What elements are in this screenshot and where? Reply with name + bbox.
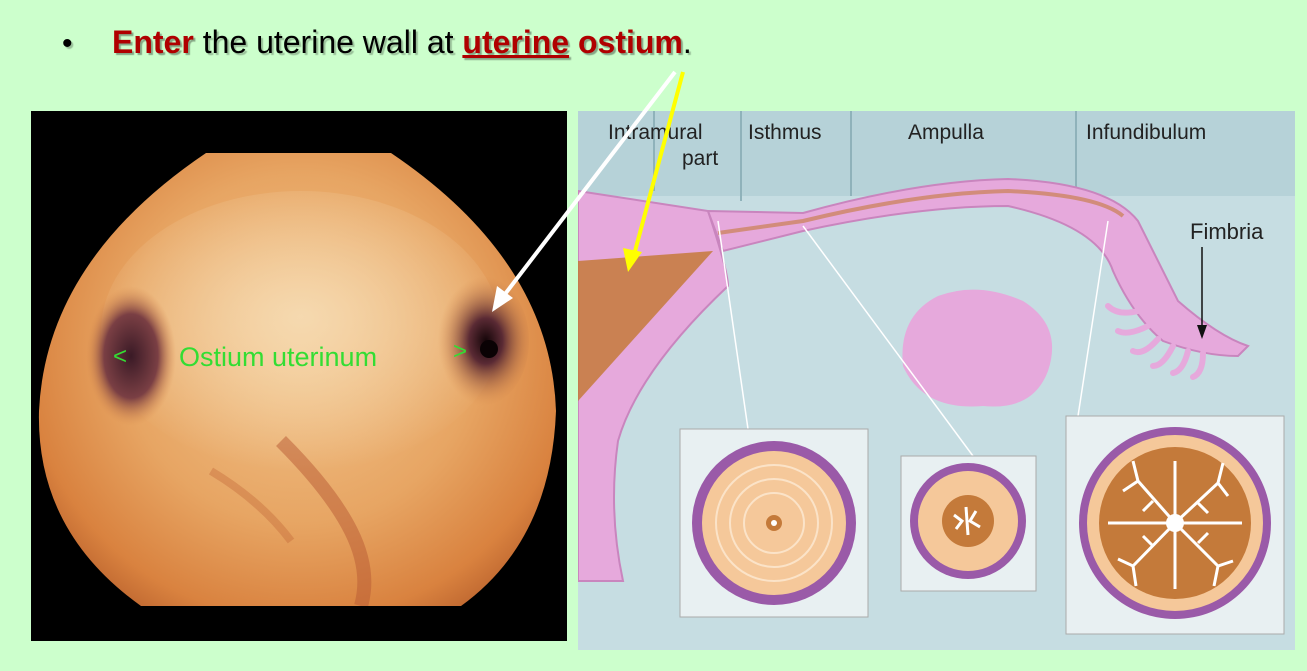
label-infundibulum: Infundibulum [1086, 121, 1206, 144]
photo-image: < Ostium uterinum > [38, 153, 556, 606]
ovum [902, 289, 1053, 407]
label-ampulla: Ampulla [908, 121, 984, 144]
left-ostium [86, 286, 176, 426]
right-ostium [433, 276, 529, 406]
ostium-opening [480, 340, 498, 358]
label-fimbria: Fimbria [1190, 219, 1264, 244]
hysteroscopy-photo: < Ostium uterinum > [31, 111, 567, 641]
fimbria-pointer-head [1197, 325, 1207, 339]
cross-section-isthmus [900, 455, 1037, 592]
ostium-label: Ostium uterinum [179, 342, 377, 372]
leader-lines [717, 220, 1109, 457]
left-marker: < [113, 343, 127, 370]
cross-section-ampulla [1065, 415, 1285, 635]
label-intramural: Intramural [608, 121, 703, 144]
uterine-tube [706, 177, 1250, 358]
highlight-uterine: uterine [462, 24, 570, 60]
bullet-line: • Enter the uterine wall at uterine ostiu… [62, 24, 692, 72]
bullet-dot: • [62, 27, 73, 60]
cross-section-intramural [679, 428, 869, 618]
bullet-period: . [682, 24, 692, 60]
right-marker: > [453, 338, 467, 365]
bullet-text: the uterine wall at [193, 24, 463, 60]
lens-view [38, 153, 556, 606]
uterine-tube-diagram: Intramural part Isthmus Ampulla Infundib… [578, 111, 1295, 650]
label-intramural-part: part [682, 147, 718, 170]
tube-lumen [717, 188, 1125, 235]
highlight-enter: Enter [112, 24, 194, 60]
highlight-ostium: ostium [577, 24, 683, 60]
label-isthmus: Isthmus [748, 121, 822, 144]
bullet-space [569, 24, 578, 60]
diagram-image: Intramural part Isthmus Ampulla Infundib… [578, 111, 1295, 635]
fimbriae [1105, 303, 1206, 380]
